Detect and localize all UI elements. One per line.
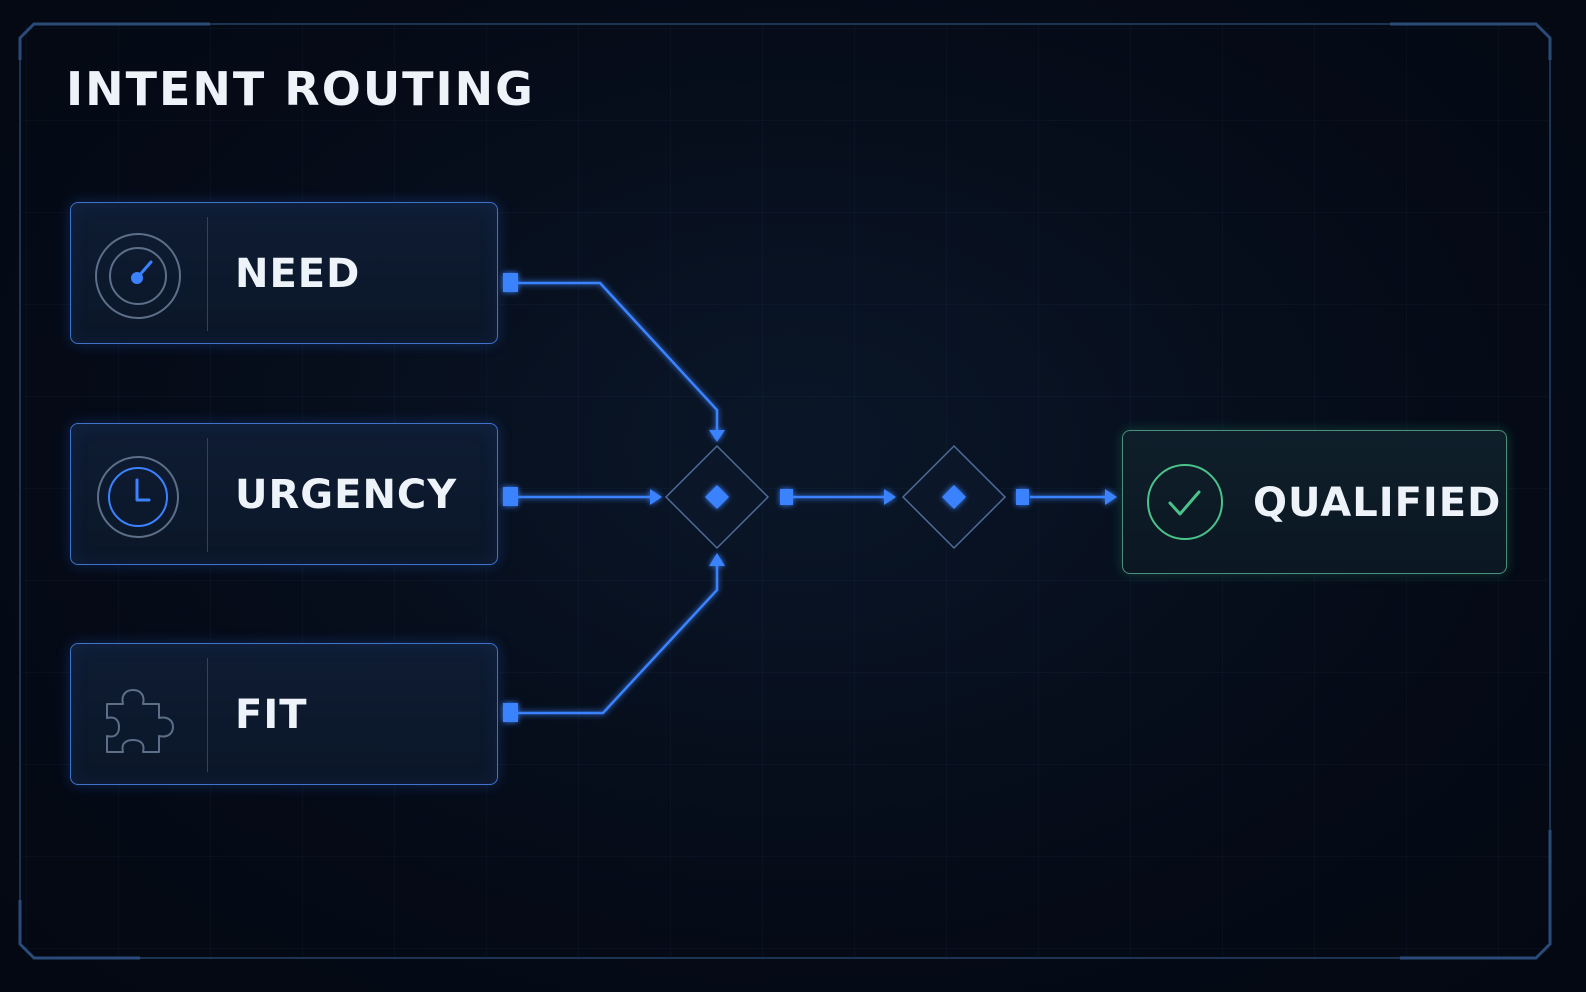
node-urgency[interactable]: URGENCY [70,423,498,565]
node-label-need: NEED [235,251,361,297]
node-divider [207,658,208,772]
arrowhead-need [709,430,725,442]
port-gate-2 [1016,489,1029,505]
port-urgency [503,487,518,506]
node-divider [207,217,208,331]
port-need [503,273,518,292]
puzzle-icon [106,689,174,753]
node-divider [207,438,208,552]
arrowhead-urgency [650,489,662,505]
connector-fit [518,566,719,715]
arrowhead-gate [884,489,896,505]
node-label-fit: FIT [235,692,308,738]
port-gate-1 [780,489,793,505]
connector-need [518,281,719,430]
node-fit[interactable]: FIT [70,643,498,785]
arrowhead-fit [709,553,725,566]
node-label-qualified: QUALIFIED [1253,480,1502,526]
clock-icon [97,456,179,538]
target-icon [95,233,181,319]
diamond-gate-icon [664,444,770,550]
node-need[interactable]: NEED [70,202,498,344]
node-qualified[interactable]: QUALIFIED [1122,430,1507,574]
check-circle-icon [1147,464,1223,540]
port-fit [503,703,518,722]
arrowhead-output [1105,489,1117,505]
diamond-gate-icon [901,444,1007,550]
node-label-urgency: URGENCY [235,472,458,518]
diagram-title: INTENT ROUTING [66,62,535,116]
